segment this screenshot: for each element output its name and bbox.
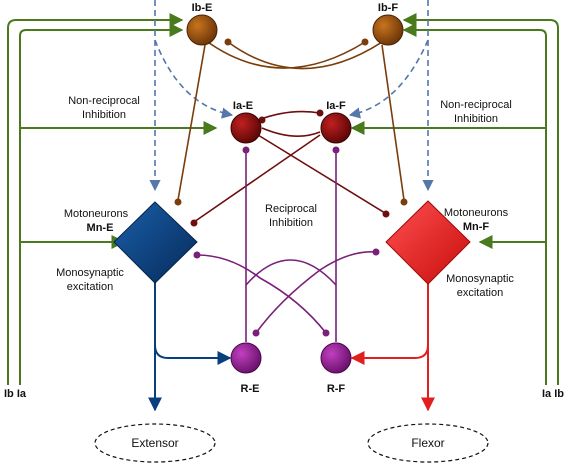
label-mono-left-line1: Monosynaptic bbox=[56, 267, 124, 279]
dashed-right-curve bbox=[348, 39, 429, 119]
dashed-left-curve bbox=[154, 39, 234, 119]
ib-f-to-mn-f bbox=[381, 44, 405, 201]
r-e-synapse bbox=[252, 329, 260, 337]
label-ib-e: Ib-E bbox=[192, 2, 213, 14]
r-e-neuron bbox=[230, 342, 262, 374]
ia-f-to-mn-e bbox=[193, 134, 321, 223]
right-afferents bbox=[350, 13, 559, 385]
label-mn-e: Mn-E bbox=[87, 222, 114, 234]
ia-e-neuron bbox=[230, 112, 262, 144]
label-nonrecip-right-line2: Inhibition bbox=[454, 113, 498, 125]
ia-synapse-left bbox=[258, 116, 266, 124]
ib-synapse-a bbox=[224, 38, 232, 46]
label-input-right: Ia Ib bbox=[542, 388, 564, 400]
label-mn-f: Mn-F bbox=[463, 221, 490, 233]
label-ia-e: Ia-E bbox=[233, 100, 253, 112]
label-ib-f: Ib-F bbox=[378, 2, 398, 14]
label-nonrecip-right-line1: Non-reciprocal bbox=[440, 99, 512, 111]
label-mono-left-line2: excitation bbox=[67, 281, 113, 293]
right-ia-line-to-ia-f bbox=[402, 23, 547, 385]
ia-e-mn-f-synapse bbox=[382, 210, 390, 218]
ib-crossing-connections bbox=[177, 39, 405, 201]
mn-e-collateral bbox=[154, 344, 232, 365]
label-r-f: R-F bbox=[327, 383, 346, 395]
ia-e-ia-f-arc-top bbox=[257, 110, 321, 121]
ib-e-to-ib-f-curve bbox=[204, 39, 366, 69]
ia-e-ia-f-arc-bottom bbox=[261, 127, 321, 137]
mn-e-to-r-f bbox=[196, 254, 327, 334]
label-input-left: Ib Ia bbox=[4, 388, 27, 400]
renshaw-connections bbox=[196, 150, 377, 342]
label-mono-right-line2: excitation bbox=[457, 287, 503, 299]
ib-f-mn-f-synapse bbox=[400, 198, 408, 206]
ib-f-to-ib-e-curve bbox=[227, 41, 383, 70]
label-r-e: R-E bbox=[241, 383, 260, 395]
left-ia-line-to-ia-e bbox=[19, 23, 184, 385]
mn-f-collateral bbox=[350, 344, 429, 365]
left-afferents bbox=[7, 13, 218, 385]
r-f-synapse bbox=[322, 329, 330, 337]
label-flexor: Flexor bbox=[411, 436, 444, 450]
mn-f-diamond bbox=[385, 200, 471, 285]
label-extensor: Extensor bbox=[131, 436, 178, 450]
left-ib-line-to-ib-e bbox=[7, 13, 184, 385]
ib-f-neuron bbox=[372, 14, 404, 46]
label-ia-f: Ia-F bbox=[326, 100, 346, 112]
flexor-ellipse bbox=[367, 423, 489, 463]
mn-f-output bbox=[350, 284, 435, 412]
ia-e-to-mn-f bbox=[257, 134, 386, 214]
ia-e-renshaw-origin bbox=[242, 146, 250, 154]
right-ib-line-to-ib-f bbox=[402, 13, 559, 385]
ia-f-mn-e-synapse bbox=[190, 219, 198, 227]
label-motoneurons-right: Motoneurons bbox=[444, 207, 509, 219]
label-mono-right-line1: Monosynaptic bbox=[446, 273, 514, 285]
label-motoneurons-left: Motoneurons bbox=[64, 208, 129, 220]
r-e-to-r-f-loop bbox=[245, 259, 337, 286]
ia-f-neuron bbox=[320, 112, 352, 144]
descending-pathways bbox=[149, 0, 434, 192]
extensor-ellipse bbox=[94, 423, 216, 463]
ib-e-neuron bbox=[186, 14, 218, 46]
ia-f-renshaw-origin bbox=[332, 146, 340, 154]
mn-e-output bbox=[148, 282, 232, 412]
ib-synapse-b bbox=[361, 38, 369, 46]
mn-e-renshaw-origin bbox=[193, 251, 201, 259]
mn-f-renshaw-origin bbox=[372, 248, 380, 256]
mn-e-diamond bbox=[113, 201, 198, 284]
ia-synapse-top bbox=[316, 109, 324, 117]
label-reciprocal-line2: Inhibition bbox=[269, 217, 313, 229]
ib-e-mn-e-synapse bbox=[174, 198, 182, 206]
ib-e-to-mn-e bbox=[177, 44, 206, 201]
label-nonrecip-left-line1: Non-reciprocal bbox=[68, 95, 140, 107]
label-nonrecip-left-line2: Inhibition bbox=[82, 109, 126, 121]
r-f-neuron bbox=[320, 342, 352, 374]
label-reciprocal-line1: Reciprocal bbox=[265, 203, 317, 215]
